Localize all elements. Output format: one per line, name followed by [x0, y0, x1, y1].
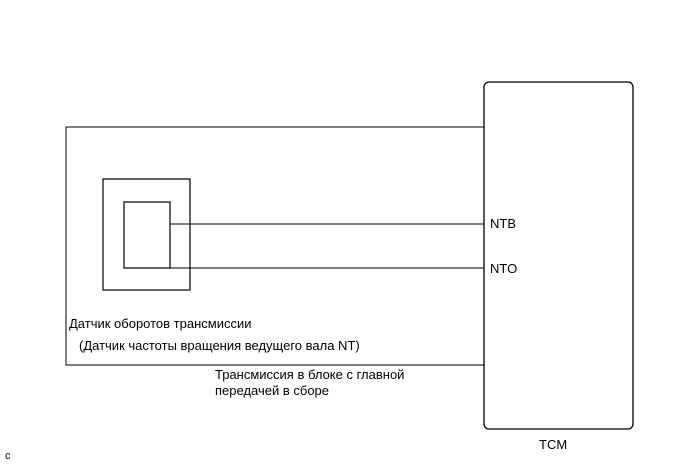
tcm-label: TCM	[539, 437, 568, 452]
transmission-assembly-outline	[65, 126, 484, 366]
assembly-label-line2: передачей в сборе	[215, 383, 330, 398]
tcm-box	[483, 81, 634, 430]
pin-label-nto: NTO	[490, 261, 518, 276]
pin-label-ntb: NTB	[490, 216, 516, 231]
sensor-name-label: Датчик оборотов трансмиссии	[69, 316, 252, 331]
speed-sensor-inner-box	[123, 201, 171, 269]
corner-code: c	[5, 450, 11, 462]
assembly-label-line1: Трансмиссия в блоке с главной	[215, 367, 405, 382]
sensor-alt-name-label: (Датчик частоты вращения ведущего вала N…	[79, 338, 360, 353]
